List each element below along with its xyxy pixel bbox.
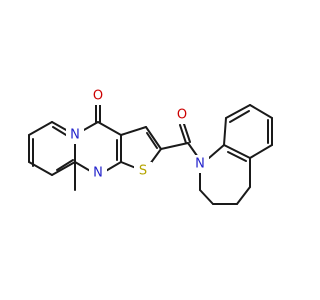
sulfur-thiophene-label: S xyxy=(139,164,147,179)
bond-layer xyxy=(28,103,273,205)
bond xyxy=(236,186,251,205)
nitrogen-quinoline-label: N xyxy=(195,157,205,172)
bond xyxy=(56,159,74,171)
bond xyxy=(183,123,191,143)
bond xyxy=(160,142,189,150)
bond xyxy=(51,161,76,176)
bond xyxy=(208,144,225,159)
bond xyxy=(97,121,122,136)
bond xyxy=(146,132,158,149)
oxygen-amide-label: O xyxy=(177,108,187,123)
nitrogen-pyrimidine-label: N xyxy=(93,166,103,181)
nitrogen-pyrido-label: N xyxy=(70,128,80,143)
bond xyxy=(149,148,162,165)
oxygen-ketone-label: O xyxy=(93,89,103,104)
bond xyxy=(223,144,251,159)
atom-layer: O N N S O N xyxy=(66,87,209,182)
bond xyxy=(120,161,137,169)
bond xyxy=(249,104,273,119)
bond xyxy=(225,104,251,119)
molecule-diagram: O N N S O N xyxy=(28,87,273,205)
molecule-structure: O N N S O N xyxy=(28,87,273,205)
bond xyxy=(229,110,250,123)
bond xyxy=(28,121,53,136)
bond xyxy=(199,189,214,205)
bond xyxy=(223,117,227,146)
bond xyxy=(120,126,147,136)
bond xyxy=(179,124,187,144)
bond xyxy=(227,151,247,162)
bond xyxy=(249,144,273,159)
bond xyxy=(145,126,162,150)
